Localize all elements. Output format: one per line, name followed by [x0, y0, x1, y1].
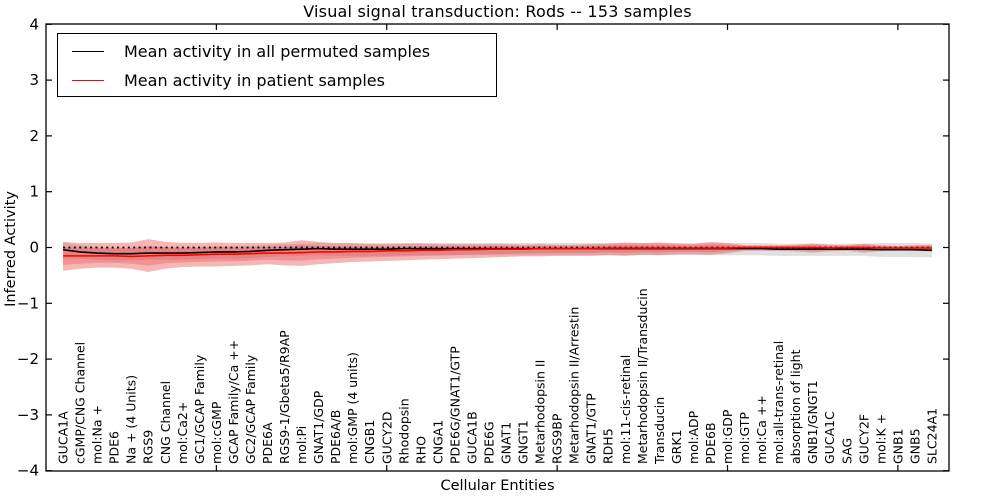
x-category-label: GUCY2F [856, 414, 871, 464]
x-category-label: RGS9BP [550, 413, 565, 464]
x-category-label: GUCA1C [822, 411, 837, 464]
x-category-label: RDH5 [601, 428, 616, 464]
x-category-label: GNAT1 [499, 422, 514, 464]
x-category-label: cGMP/CNG Channel [73, 342, 88, 464]
legend-label-permuted: Mean activity in all permuted samples [124, 42, 431, 61]
x-category-label: GNB1/GNGT1 [805, 380, 820, 464]
legend-item-patient: Mean activity in patient samples [58, 66, 496, 95]
patient-line-sample-icon [72, 80, 104, 81]
x-category-label: Rhodopsin [396, 398, 411, 464]
x-category-label: GUCY2D [379, 411, 394, 464]
x-category-label: GNB1 [890, 428, 905, 464]
x-category-label: GC2/GCAP Family [243, 354, 258, 464]
x-category-label: mol:GMP (4 units) [345, 352, 360, 464]
x-category-label: RGS9 [141, 430, 156, 464]
x-category-label: GNGT1 [516, 420, 531, 464]
x-category-label: CNGA1 [430, 420, 445, 464]
x-category-label: RGS9-1/Gbeta5/R9AP [277, 330, 292, 464]
x-category-label: mol:11-cis-retinal [618, 355, 633, 464]
x-category-label: RHO [413, 436, 428, 464]
x-category-label: GRK1 [669, 429, 684, 464]
y-tick-label: 4 [29, 15, 39, 33]
patient-mean-line [63, 246, 932, 258]
chart-title: Visual signal transduction: Rods -- 153 … [303, 2, 692, 21]
x-category-label: mol:Ca ++ [754, 395, 769, 464]
x-category-label: mol:GTP [737, 412, 752, 464]
x-category-label: GNAT1/GDP [311, 390, 326, 464]
y-tick-label: −3 [17, 406, 39, 424]
y-tick-label: 3 [29, 71, 39, 89]
legend-box: Mean activity in all permuted samples Me… [57, 33, 497, 97]
legend-item-permuted: Mean activity in all permuted samples [58, 37, 496, 66]
x-category-label: GUCA1B [464, 411, 479, 464]
x-category-label: SLC24A1 [924, 408, 939, 464]
x-category-label: Na + (4 Units) [124, 375, 139, 464]
x-category-label: GUCA1A [56, 411, 71, 464]
y-tick-label: −2 [17, 350, 39, 368]
x-category-label: GCAP Family/Ca ++ [226, 340, 241, 464]
x-axis-label: Cellular Entities [440, 478, 555, 494]
x-category-label: PDE6A/B [328, 410, 343, 464]
x-category-label: CNGB1 [362, 420, 377, 464]
y-tick-label: −4 [17, 462, 39, 480]
x-category-label: mol:Ca2+ [175, 402, 190, 464]
y-tick-label: −1 [17, 294, 39, 312]
x-category-label: GNB5 [907, 428, 922, 464]
x-category-label: PDE6A [260, 422, 275, 464]
x-category-label: CNG Channel [158, 381, 173, 464]
x-category-label: GNAT1/GTP [584, 393, 599, 464]
x-category-label: Transducin [652, 397, 667, 465]
x-category-label: mol:all-trans-retinal [771, 341, 786, 464]
permuted-line-sample-icon [72, 51, 104, 52]
y-tick-label: 1 [29, 183, 39, 201]
x-category-label: mol:Na + [90, 405, 105, 464]
x-category-label: PDE6G/GNAT1/GTP [447, 346, 462, 464]
x-category-label: mol:GDP [720, 409, 735, 464]
x-category-label: absorption of light [788, 349, 803, 464]
legend-label-patient: Mean activity in patient samples [124, 71, 385, 90]
y-tick-label: 2 [29, 127, 39, 145]
x-category-label: Metarhodopsin II/Transducin [635, 288, 650, 464]
x-category-label: Metarhodopsin II/Arrestin [567, 307, 582, 464]
x-category-label: PDE6 [107, 431, 122, 464]
x-category-label: PDE6B [703, 422, 718, 464]
x-category-label: mol:K + [873, 414, 888, 464]
x-category-label: Metarhodopsin II [533, 360, 548, 464]
x-category-label: PDE6G [481, 421, 496, 464]
x-category-label: mol:ADP [686, 410, 701, 464]
y-tick-label: 0 [29, 239, 39, 257]
x-category-label: mol:cGMP [209, 401, 224, 464]
x-category-label: SAG [839, 438, 854, 464]
x-category-label: mol:Pi [294, 426, 309, 464]
y-axis-label: Inferred Activity [3, 191, 19, 307]
x-category-label: GC1/GCAP Family [192, 354, 207, 464]
